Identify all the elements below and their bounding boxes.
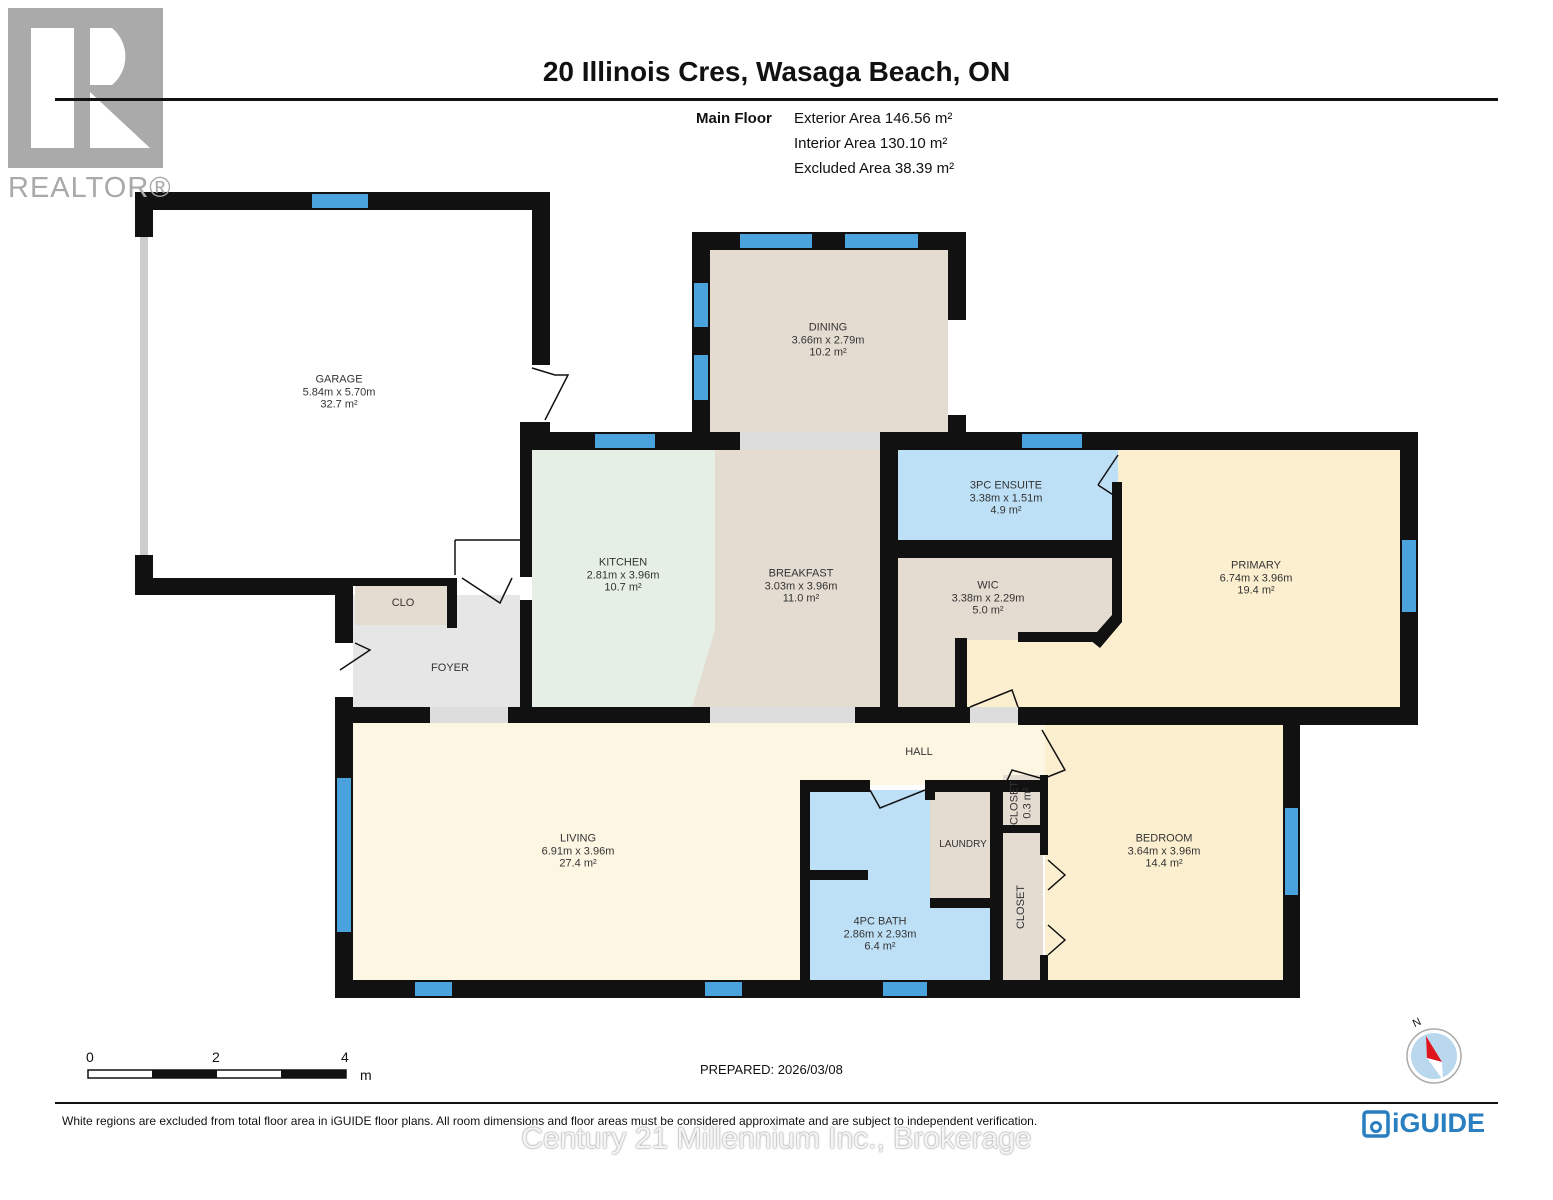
primary-floor — [960, 450, 1400, 707]
breakfast-floor — [692, 450, 888, 707]
ensuite-floor — [898, 450, 1118, 540]
compass-icon — [1406, 1028, 1462, 1084]
room-fills — [353, 250, 1400, 980]
doors — [339, 367, 1119, 956]
interior-area: Interior Area 130.10 m² — [794, 135, 948, 152]
clo-floor — [355, 585, 455, 625]
title-rule — [55, 98, 1498, 101]
bedroom-floor — [1045, 723, 1283, 980]
exterior-area: Exterior Area 146.56 m² — [794, 110, 953, 127]
dining-floor — [710, 250, 948, 435]
scale-tick-0: 0 — [86, 1049, 94, 1065]
realtor-watermark: REALTOR® — [8, 172, 172, 204]
page-title: 20 Illinois Cres, Wasaga Beach, ON — [542, 56, 1011, 87]
scale-tick-2: 2 — [212, 1049, 220, 1065]
garage-door — [140, 237, 148, 555]
wic-floor — [898, 558, 1118, 707]
excluded-area: Excluded Area 38.39 m² — [794, 160, 955, 177]
hall-floor — [800, 723, 1045, 785]
room-closet: CLOSET — [1014, 884, 1027, 930]
realtor-logo — [8, 8, 163, 168]
living-floor — [353, 723, 808, 980]
kitchen-floor — [532, 450, 717, 707]
brokerage-watermark: Century 21 Millennium Inc., Brokerage — [521, 1122, 1032, 1155]
iguide-icon — [1362, 1110, 1390, 1138]
laundry-floor — [930, 790, 990, 900]
scale-bar — [87, 1069, 347, 1079]
floor-label: Main Floor — [696, 110, 772, 127]
disclaimer: White regions are excluded from total fl… — [62, 1114, 1038, 1128]
room-clo: CLO — [391, 596, 415, 609]
prepared-date: PREPARED: 2026/03/08 — [700, 1062, 843, 1077]
room-hall: HALL — [905, 745, 933, 758]
scale-unit: m — [360, 1067, 372, 1083]
iguide-logo: iGUIDE — [1392, 1108, 1486, 1138]
closet-floor — [1003, 833, 1043, 980]
windows — [312, 194, 1416, 996]
room-foyer: FOYER — [431, 661, 469, 674]
scale-tick-4: 4 — [341, 1049, 349, 1065]
room-laundry: LAUNDRY — [939, 838, 987, 850]
